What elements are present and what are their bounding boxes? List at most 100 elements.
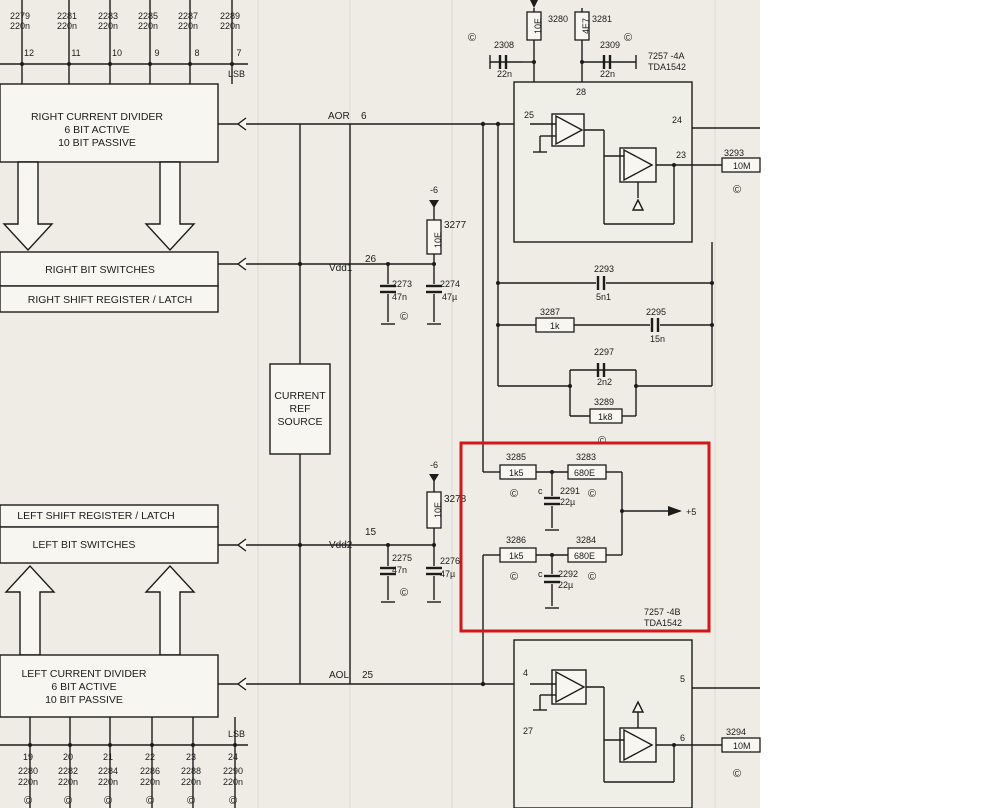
ic-b-pin-out1: 5 [680,674,685,684]
bottom-capacitor-bank: 192280220n©202282220n©212284220n©2222862… [18,717,243,808]
bottom-cap-c-mark: © [146,795,154,807]
c2274-ref: 2274 [440,279,460,289]
r3277-body [426,219,442,255]
r3286-ref: 3286 [506,535,526,545]
top-cap-ref: 2287 [178,11,198,21]
top-cap-value: 220n [178,21,198,31]
top-cap-value: 220n [57,21,77,31]
r3280-value: 10E [533,18,543,34]
bottom-cap-value: 220n [223,777,243,787]
r3281-value: 4E7 [581,18,591,34]
c2276-ref: 2276 [440,556,460,566]
vdd2-pin: 15 [365,527,377,538]
top-cap-pin: 10 [112,48,122,58]
ic-b-pin-out2: 6 [680,733,685,743]
bottom-lsb-label: LSB [228,729,245,739]
c2291-polarity: c [538,486,543,496]
right-divider-passive: 10 BIT PASSIVE [58,137,136,149]
right-bit-switches-label: RIGHT BIT SWITCHES [45,264,155,276]
feedback-network [496,242,714,417]
ic-a-c-mark-right: © [624,32,632,44]
ic-a-supply [489,0,637,82]
bottom-cap-pin: 20 [63,752,73,762]
top-lsb-label: LSB [228,69,245,79]
r3294-body [721,737,761,753]
vdd2-c-mark: © [400,587,408,599]
aor-label: AOR [328,111,350,122]
r3289-body [589,408,623,424]
bottom-cap-ref: 2282 [58,766,78,776]
bottom-cap-value: 220n [18,777,38,787]
top-cap-pin: 12 [24,48,34,58]
top-cap-pin: 11 [71,48,80,58]
aol-label: AOL [329,670,349,681]
c2293-value: 5n1 [596,292,611,302]
aor-pin: 6 [361,111,367,122]
right-data-arrow-2 [144,161,196,252]
top-cap-value: 220n [220,21,240,31]
r3287-body [535,317,575,333]
top-cap-ref: 2279 [10,11,30,21]
bottom-cap-ref: 2286 [140,766,160,776]
right-data-arrow-1 [2,161,54,252]
r3285-ref: 3285 [506,452,526,462]
bottom-cap-value: 220n [98,777,118,787]
vdd1-pin: 26 [365,254,377,265]
left-shift-register-label: LEFT SHIFT REGISTER / LATCH [17,510,175,522]
bottom-cap-value: 220n [140,777,160,787]
bottom-cap-ref: 2280 [18,766,38,776]
c2291-ref: 2291 [560,486,580,496]
r3284-value: 680E [574,551,595,561]
r3283-value: 680E [574,468,595,478]
bottom-cap-c-mark: © [187,795,195,807]
left-bit-switches-label: LEFT BIT SWITCHES [33,539,136,551]
left-data-arrow-2 [144,564,196,656]
top-cap-ref: 2283 [98,11,118,21]
r3285-value: 1k5 [509,468,524,478]
ic-b-type: TDA1542 [644,618,682,628]
c2295-ref: 2295 [646,307,666,317]
ic-a-internals [530,113,760,225]
c2273-ref: 2273 [392,279,412,289]
r3283-body [567,464,607,480]
c2295-value: 15n [650,334,665,344]
ic-a-pin-out2: 23 [676,150,686,160]
top-cap-value: 220n [98,21,118,31]
r3293-c-mark: © [733,184,741,196]
c2275-ref: 2275 [392,553,412,563]
c2292-polarity: c [538,569,543,579]
r3294-ref: 3294 [726,727,746,737]
vdd2-supply-label: -6 [430,460,438,470]
r3293-value: 10M [733,161,751,171]
c2276-value: 47µ [440,569,455,579]
r3278-ref: 3278 [444,494,467,505]
r3281-body [574,11,590,41]
top-cap-pin: 9 [154,48,159,58]
c2275-value: 47n [392,565,407,575]
bottom-cap-pin: 23 [186,752,196,762]
bottom-cap-c-mark: © [229,795,237,807]
r3277-ref: 3277 [444,220,467,231]
c2291-c-mark-left: © [510,488,518,500]
bottom-cap-pin: 21 [103,752,113,762]
ref-source-line3: SOURCE [278,416,323,428]
c2292-ref: 2292 [558,569,578,579]
c2292-value: 22µ [558,580,573,590]
r3278-value: 10E [433,502,443,518]
c2273-value: 47n [392,292,407,302]
ref-source-line1: CURRENT [274,390,326,402]
aol-pin: 25 [362,670,374,681]
c2308-value: 22n [497,69,512,79]
output-wiring [350,121,546,687]
c2308-ref: 2308 [494,40,514,50]
top-cap-ref: 2285 [138,11,158,21]
top-cap-ref: 2281 [57,11,77,21]
top-cap-value: 220n [138,21,158,31]
vdd2-supply-network [380,474,442,603]
